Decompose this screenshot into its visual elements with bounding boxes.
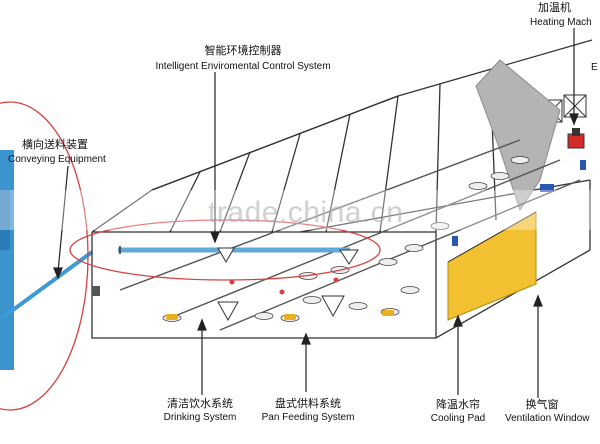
house-structure [91, 39, 593, 339]
ventilation-label-en: Ventilation Window [505, 413, 590, 424]
drinker-markers [166, 310, 394, 320]
drinking-label-zh: 清洁饮水系统 [167, 397, 233, 410]
control-box [92, 286, 100, 296]
control-label-en: Intelligent Enviromental Control System [155, 61, 331, 72]
pan-feeding-label-zh: 盘式供料系统 [275, 397, 341, 410]
arrow-icon [53, 28, 579, 398]
cooling-pad-label-en: Cooling Pad [430, 413, 486, 424]
hopper-icon [217, 247, 359, 322]
watermark: trade.china.cn [208, 196, 404, 229]
feed-lines [119, 139, 581, 331]
conveying-pipe [0, 250, 94, 320]
conveying-label-zh: 横向送料装置 [22, 138, 88, 151]
annotation-ellipse-left [0, 101, 89, 411]
conveying-label-en: Conveying Equipment [8, 154, 106, 165]
heating-label-zh: 加温机 [538, 1, 571, 14]
watermark-band [0, 190, 600, 230]
air-inlet-curtain [475, 59, 561, 212]
drinking-label-en: Drinking System [163, 412, 237, 423]
feeder-pan-icon [162, 156, 530, 322]
edge-label-fragment: E [591, 62, 598, 73]
ventilation-label-zh: 换气窗 [525, 398, 559, 411]
control-label-zh: 智能环境控制器 [204, 44, 282, 57]
pipe-joints [229, 277, 339, 295]
cooling-pad-label-zh: 降温水帘 [436, 398, 480, 411]
pan-feeding-label-en: Pan Feeding System [261, 412, 355, 423]
feed-silo [0, 150, 14, 370]
annotation-ellipse-center [69, 219, 381, 281]
ventilation-windows [452, 160, 586, 246]
heating-label-en: Heating Mach [530, 17, 592, 28]
heating-machine [567, 128, 585, 149]
